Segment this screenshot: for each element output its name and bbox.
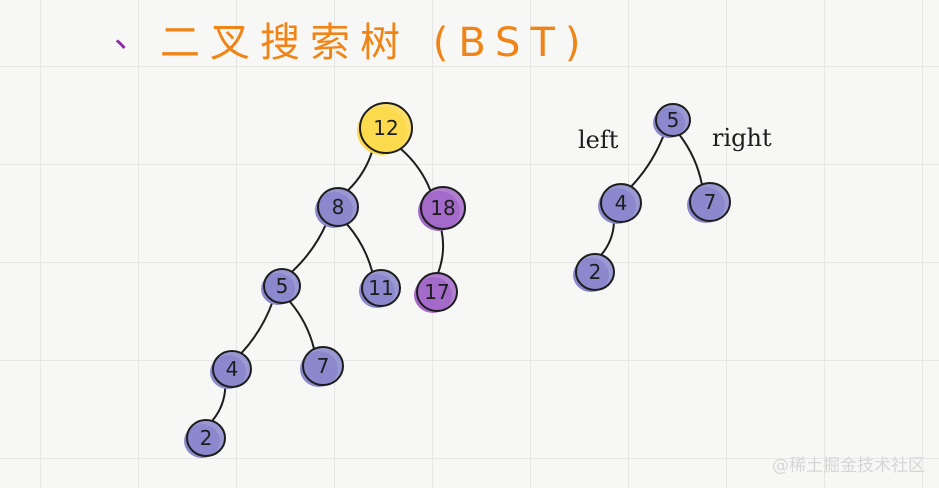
main-edge-n5-n4 <box>240 300 274 354</box>
node-outline <box>655 103 691 137</box>
sub-node-7: 7 <box>687 182 731 223</box>
sub-node-5: 5 <box>653 103 691 138</box>
node-label: 17 <box>424 280 449 304</box>
subtree-nodes: 5 4 7 2 <box>573 103 731 292</box>
main-edge-n8-n11 <box>346 223 374 273</box>
node-outline <box>689 182 731 222</box>
main-node-2: 2 <box>184 419 226 458</box>
node-outline <box>263 268 301 304</box>
node-label: 4 <box>226 357 239 381</box>
main-node-17: 17 <box>414 272 458 313</box>
main-node-18: 18 <box>418 186 466 231</box>
sub-node-2: 2 <box>573 253 615 292</box>
node-outline <box>420 186 466 230</box>
main-edge-n5-n7 <box>289 301 315 350</box>
main-tree-nodes: 12 8 18 5 11 17 4 7 2 <box>184 102 466 458</box>
main-node-7: 7 <box>300 346 344 387</box>
main-edge-n18-n17 <box>437 228 445 274</box>
node-outline <box>302 346 344 386</box>
node-label: 4 <box>615 191 628 215</box>
node-outline <box>361 269 401 307</box>
sub-edge-s5-s4 <box>630 133 665 188</box>
main-node-8: 8 <box>315 187 359 228</box>
node-outline <box>416 272 458 312</box>
main-node-12: 12 <box>357 102 413 155</box>
node-label: 5 <box>667 108 680 132</box>
node-label: 5 <box>276 274 289 298</box>
node-label: 7 <box>317 354 330 378</box>
node-outline <box>212 350 252 388</box>
main-tree-edges <box>211 148 445 422</box>
node-outline <box>575 253 615 291</box>
main-node-4: 4 <box>210 350 252 389</box>
left-label: left <box>578 126 619 154</box>
main-edge-n12-n18 <box>400 148 432 192</box>
right-label: right <box>712 124 772 152</box>
page-title: 二叉搜索树 (BST) <box>160 20 591 66</box>
sub-edge-s4-s2 <box>600 220 615 256</box>
sub-node-4: 4 <box>598 183 642 224</box>
node-label: 12 <box>373 116 398 140</box>
node-label: 11 <box>368 276 393 300</box>
node-label: 2 <box>589 260 602 284</box>
watermark: @稀土掘金技术社区 <box>772 456 925 476</box>
node-label: 18 <box>430 196 455 220</box>
node-outline <box>317 187 359 227</box>
node-label: 7 <box>704 190 717 214</box>
node-label: 8 <box>332 195 345 219</box>
main-edge-n8-n5 <box>291 222 328 273</box>
sub-edge-s5-s7 <box>678 134 703 185</box>
main-node-5: 5 <box>261 268 301 305</box>
subtree-edges <box>600 133 703 256</box>
node-outline <box>186 419 226 457</box>
title-mark: 、 <box>114 16 148 56</box>
main-node-11: 11 <box>359 269 401 308</box>
node-label: 2 <box>200 426 213 450</box>
node-outline <box>600 183 642 223</box>
main-edge-n12-n8 <box>347 149 374 191</box>
node-outline <box>359 102 413 154</box>
main-edge-n4-n2 <box>211 385 227 422</box>
